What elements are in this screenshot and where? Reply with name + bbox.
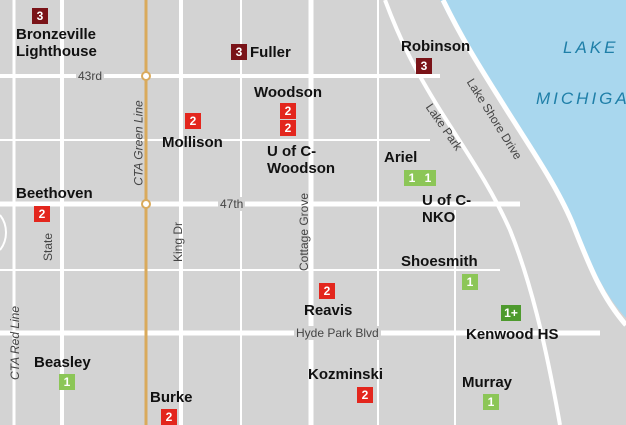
street-label-cta-red-line: CTA Red Line xyxy=(8,305,23,381)
school-reavis: Reavis xyxy=(304,302,353,319)
school-murray: Murray xyxy=(462,374,513,391)
rating-badge-robinson: 3 xyxy=(416,58,432,74)
green-line-station-43rd xyxy=(141,71,151,81)
rating-badge-kozminski: 2 xyxy=(357,387,373,403)
school-kenwood-hs: Kenwood HS xyxy=(466,326,559,343)
green-line-station-47th xyxy=(141,199,151,209)
road-curve xyxy=(0,214,7,251)
rating-badge-shoesmith: 1 xyxy=(462,274,478,290)
school-ariel: Ariel xyxy=(384,149,418,166)
rating-badge-fuller: 3 xyxy=(231,44,247,60)
school-robinson: Robinson xyxy=(401,38,471,55)
school-burke: Burke xyxy=(150,389,193,406)
lake-shore-drive-road xyxy=(440,0,626,327)
school-kozminski: Kozminski xyxy=(308,366,384,383)
rating-badge-murray: 1 xyxy=(483,394,499,410)
school-shoesmith: Shoesmith xyxy=(401,253,478,270)
school-uofc-nko: U of C- NKO xyxy=(422,192,472,226)
rating-badge-beasley: 1 xyxy=(59,374,75,390)
rating-badge-uofc-woodson: 2 xyxy=(280,120,296,136)
school-bronzeville-lighthouse: Bronzeville Lighthouse xyxy=(16,26,97,60)
street-label-cta-green-line: CTA Green Line xyxy=(131,100,146,186)
street-label-state: State xyxy=(41,232,56,262)
school-uofc-woodson: U of C- Woodson xyxy=(267,143,336,177)
school-mollison: Mollison xyxy=(162,134,223,151)
street-label-43rd: 43rd xyxy=(76,69,105,83)
school-beasley: Beasley xyxy=(34,354,91,371)
street-label-cottage-grove: Cottage Grove xyxy=(297,192,312,272)
street-label-king-dr: King Dr xyxy=(171,221,186,263)
rating-badge-bronzeville: 3 xyxy=(32,8,48,24)
rating-badge-kenwood: 1+ xyxy=(501,305,521,321)
rating-badge-beethoven: 2 xyxy=(34,206,50,222)
school-fuller: Fuller xyxy=(250,44,291,61)
lake-label-line1: LAKE xyxy=(563,38,619,57)
rating-badge-ariel-2: 1 xyxy=(420,170,436,186)
school-woodson: Woodson xyxy=(254,84,323,101)
rating-badge-mollison: 2 xyxy=(185,113,201,129)
lake-park-road xyxy=(383,0,562,425)
street-label-47th: 47th xyxy=(218,197,246,211)
school-beethoven: Beethoven xyxy=(16,185,93,202)
rating-badge-ariel-1: 1 xyxy=(404,170,420,186)
rating-badge-reavis: 2 xyxy=(319,283,335,299)
lake-label-line2: MICHIGA xyxy=(536,89,626,108)
rating-badge-burke: 2 xyxy=(161,409,177,425)
rating-badge-woodson: 2 xyxy=(280,103,296,119)
street-label-hyde-park-blvd: Hyde Park Blvd xyxy=(294,326,381,340)
